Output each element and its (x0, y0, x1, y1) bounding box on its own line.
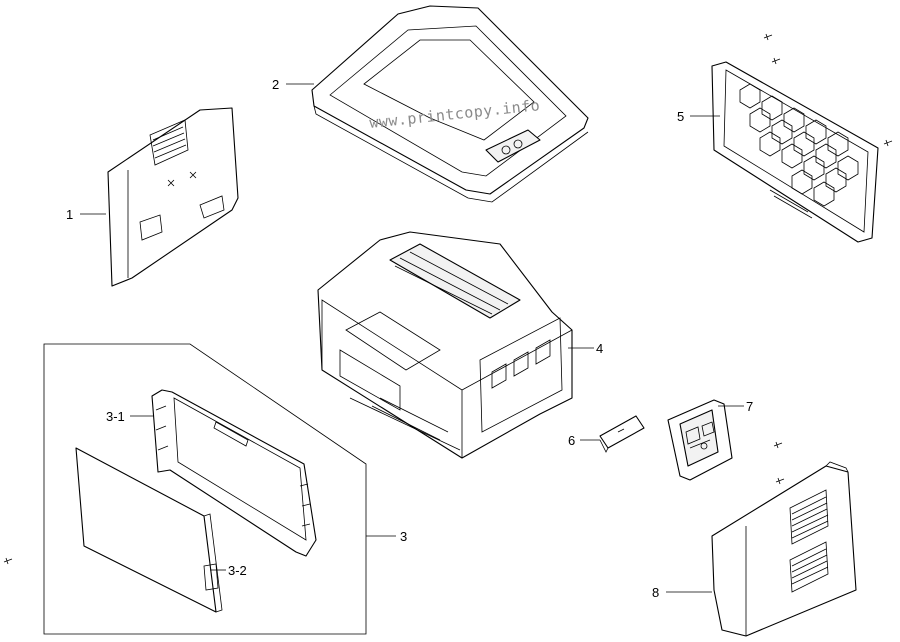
part-3-group-box (43, 343, 367, 635)
callout-4: 4 (596, 341, 603, 356)
part-6-bracket (599, 415, 645, 453)
part-3-1-front-frame (151, 389, 317, 557)
callout-3: 3 (400, 529, 407, 544)
callout-2: 2 (272, 77, 279, 92)
callout-5: 5 (677, 109, 684, 124)
callout-3-1: 3-1 (106, 409, 125, 424)
part-2-top-cover (311, 5, 589, 203)
part-3-2-front-panel (75, 447, 223, 613)
part-4-main-frame (317, 231, 573, 459)
part-8-right-cover (711, 461, 857, 637)
callout-1: 1 (66, 207, 73, 222)
part-5-rear-cover (711, 61, 879, 243)
callout-7: 7 (746, 399, 753, 414)
callout-3-2: 3-2 (228, 563, 247, 578)
screw-icon (3, 33, 893, 565)
part-1-left-cover (107, 107, 239, 287)
callout-6: 6 (568, 433, 575, 448)
part-7-controller-board (667, 399, 733, 481)
callout-8: 8 (652, 585, 659, 600)
